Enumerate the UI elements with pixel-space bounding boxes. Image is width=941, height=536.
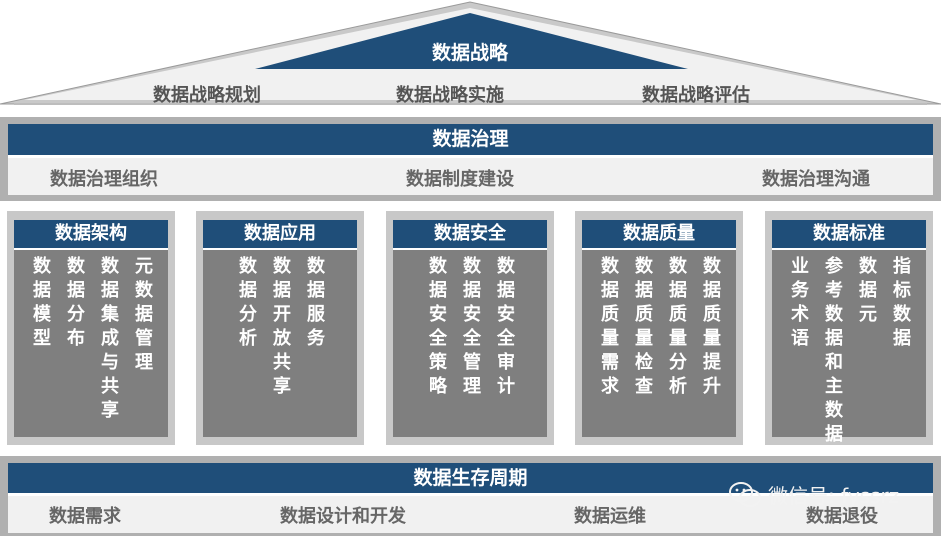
pillar-body: [582, 220, 736, 437]
pillar-item: 数据开放共享: [270, 256, 291, 400]
pillar-standards: 数据标准 业务术语 参考数据和主数据 数据元 指标数据: [760, 208, 938, 448]
pillar-title: 数据质量: [582, 220, 736, 250]
pillar-item: 数据分析: [236, 256, 257, 352]
pillar-item: 数据质量检查: [632, 256, 653, 400]
wechat-icon: [729, 481, 761, 507]
pillar-title: 数据安全: [393, 220, 547, 250]
governance-title: 数据治理: [8, 124, 933, 158]
pillar-item: 参考数据和主数据: [822, 256, 843, 448]
lifecycle-item-requirements: 数据需求: [49, 506, 121, 527]
pillar-title: 数据架构: [14, 220, 168, 250]
strategy-title: 数据战略: [431, 42, 508, 64]
lifecycle-item-design: 数据设计和开发: [280, 506, 406, 527]
pillar-item: 数据元: [856, 256, 877, 328]
pillar-quality: 数据质量 数据质量需求 数据质量检查 数据质量分析 数据质量提升: [570, 208, 748, 448]
lifecycle-items-area: [8, 495, 933, 533]
pillar-item: 指标数据: [890, 256, 911, 352]
wechat-id-label: 微信号: fyssrz: [768, 484, 900, 508]
pillar-body: [393, 220, 547, 437]
pillar-columns: 数据安全策略 数据安全管理 数据安全审计: [393, 256, 547, 400]
lifecycle-item-operations: 数据运维: [574, 506, 646, 527]
pillar-item: 数据质量需求: [598, 256, 619, 400]
strategy-item-planning: 数据战略规划: [153, 85, 261, 106]
pillar-columns: 数据分析 数据开放共享 数据服务: [203, 256, 357, 400]
lifecycle-item-retirement: 数据退役: [806, 506, 878, 527]
pillar-item: 数据安全审计: [494, 256, 515, 400]
governance-items-area: [8, 157, 933, 195]
pillar-item: 数据模型: [30, 256, 51, 352]
pillar-body: [14, 220, 168, 437]
pillar-item: 数据分布: [64, 256, 85, 352]
strategy-item-evaluation: 数据战略评估: [642, 85, 750, 106]
pillar-application: 数据应用 数据分析 数据开放共享 数据服务: [191, 208, 369, 448]
pillar-body: [772, 220, 926, 437]
pillar-body: [203, 220, 357, 437]
pillar-item: 数据服务: [304, 256, 325, 352]
governance-item-communication: 数据治理沟通: [762, 169, 870, 190]
pillar-item: 元数据管理: [132, 256, 153, 376]
pillar-title: 数据应用: [203, 220, 357, 250]
pillar-architecture: 数据架构 数据模型 数据分布 数据集成与共享 元数据管理: [2, 208, 180, 448]
pillar-columns: 数据模型 数据分布 数据集成与共享 元数据管理: [14, 256, 168, 424]
governance-band: 数据治理 数据治理组织 数据制度建设 数据治理沟通: [0, 117, 941, 201]
pillar-columns: 业务术语 参考数据和主数据 数据元 指标数据: [772, 256, 926, 448]
pillar-item: 数据安全策略: [426, 256, 447, 400]
wechat-watermark: 微信号: fyssrz: [728, 480, 899, 509]
strategy-item-implementation: 数据战略实施: [396, 85, 504, 106]
pillar-item: 数据集成与共享: [98, 256, 119, 424]
pillar-columns: 数据质量需求 数据质量检查 数据质量分析 数据质量提升: [582, 256, 736, 400]
pillar-item: 数据质量分析: [666, 256, 687, 400]
pillar-security: 数据安全 数据安全策略 数据安全管理 数据安全审计: [381, 208, 559, 448]
lifecycle-band: 数据生存周期 数据需求 数据设计和开发 数据运维 数据退役: [0, 456, 941, 536]
pillar-item: 数据质量提升: [700, 256, 721, 400]
roof-shape: [0, 1, 941, 105]
pillar-item: 业务术语: [788, 256, 809, 352]
pillar-title: 数据标准: [772, 220, 926, 250]
governance-item-organization: 数据治理组织: [50, 169, 158, 190]
governance-item-policy: 数据制度建设: [406, 169, 514, 190]
pillar-item: 数据安全管理: [460, 256, 481, 400]
lifecycle-title: 数据生存周期: [8, 463, 933, 496]
